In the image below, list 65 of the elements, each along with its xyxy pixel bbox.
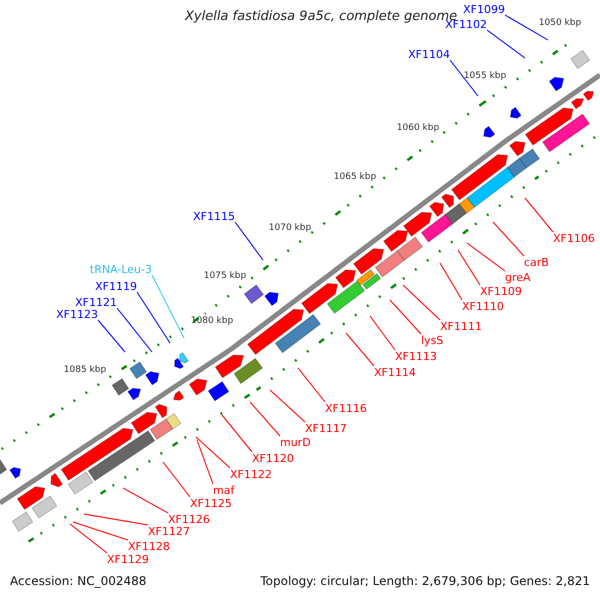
scale-label: 1060 kbp: [396, 123, 440, 134]
gene-label: XF1099: [463, 3, 505, 16]
leader-line: [72, 522, 128, 540]
gene-label: XF1119: [95, 280, 137, 293]
scale-label: 1065 kbp: [334, 172, 376, 183]
gene-label: XF1109: [480, 285, 522, 298]
gene-label: XF1127: [148, 525, 190, 538]
leader-line: [486, 30, 526, 58]
leader-line: [492, 222, 524, 256]
gene-label: XF1104: [408, 48, 450, 61]
gene-label: greA: [505, 271, 531, 284]
leader-line: [250, 402, 280, 436]
scale-label: 1050 kbp: [538, 18, 582, 29]
gene-label: maf: [213, 484, 234, 497]
leader-line: [298, 368, 326, 402]
leader-line: [440, 262, 462, 300]
scale-label: 1080 kbp: [190, 316, 234, 327]
scale-label: 1085 kbp: [64, 365, 106, 376]
leader-line: [270, 390, 306, 422]
gene-label: XF1111: [440, 320, 482, 333]
leader-line: [152, 274, 184, 338]
gene-label: carB: [524, 256, 549, 269]
leader-line: [222, 414, 252, 452]
gene-label: XF1122: [230, 468, 272, 481]
leader-line: [450, 60, 478, 96]
scale-label: 1070 kbp: [268, 223, 312, 234]
gene-label: lysS: [421, 334, 444, 347]
scale-label: 1055 kbp: [464, 71, 506, 82]
leader-line: [116, 308, 152, 352]
gene-label: murD: [280, 436, 311, 449]
leader-line: [234, 222, 264, 260]
gene-label: XF1110: [462, 300, 504, 313]
leader-line: [196, 436, 230, 468]
leader-line: [196, 440, 214, 484]
leader-line: [122, 488, 168, 514]
leader-line: [70, 524, 108, 554]
gene-label: XF1126: [168, 513, 210, 526]
gene-label: XF1116: [325, 402, 367, 415]
leader-line: [524, 198, 554, 232]
leader-line: [466, 242, 506, 272]
leader-line: [390, 300, 422, 334]
leader-line: [98, 320, 126, 352]
gene-label: XF1120: [252, 452, 294, 465]
leader-line: [458, 250, 480, 286]
leader-line: [370, 316, 396, 350]
leader-line: [84, 514, 148, 526]
footer-text: Accession: NC_002488: [10, 575, 146, 588]
scale-label: 1075 kbp: [204, 271, 246, 282]
leader-line: [136, 292, 170, 344]
gene-label: XF1113: [395, 350, 437, 363]
gene-label: XF1117: [305, 422, 347, 435]
gene-label: XF1114: [374, 366, 416, 379]
leader-line: [504, 14, 548, 40]
gene-label: XF1106: [553, 232, 595, 245]
gene-label: XF1125: [190, 497, 232, 510]
gene-label: XF1115: [193, 210, 235, 223]
leader-line: [346, 332, 374, 366]
gene-label: XF1123: [56, 308, 98, 321]
gene-label: tRNA-Leu-3: [90, 263, 152, 276]
footer-text: Topology: circular; Length: 2,679,306 bp; Genes: 2,821: [260, 575, 590, 588]
leader-line: [162, 462, 190, 498]
gene-label: XF1129: [107, 553, 149, 566]
leader-line: [402, 284, 440, 320]
gene-label: XF1128: [128, 540, 170, 553]
gene-label: XF1121: [75, 296, 117, 309]
